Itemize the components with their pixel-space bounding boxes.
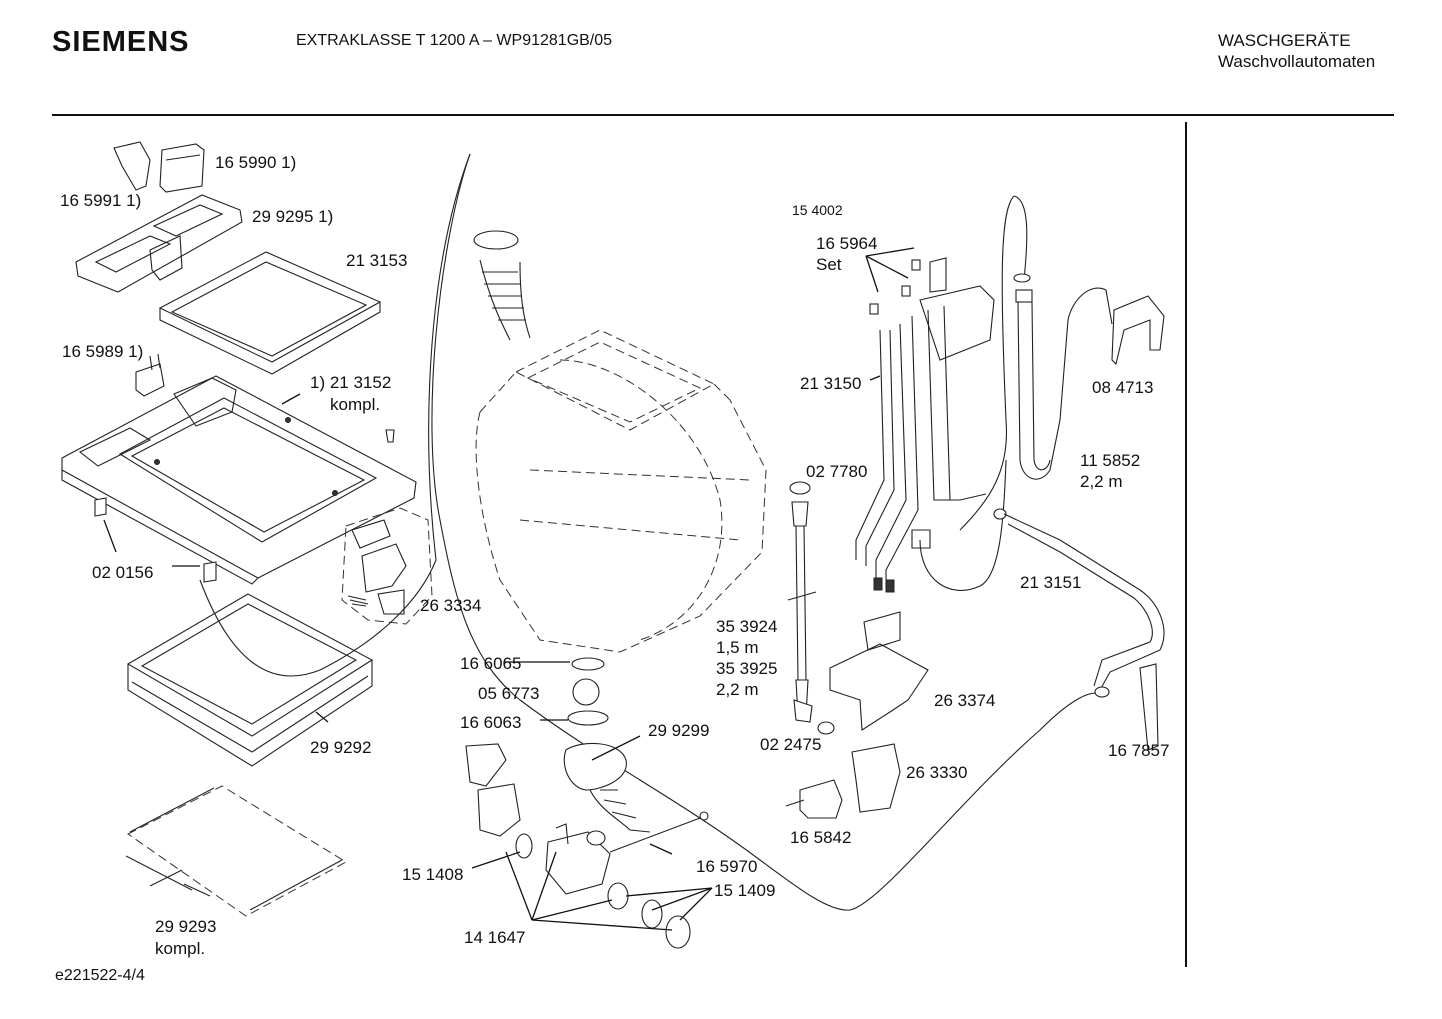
label-165991: 16 5991 1) <box>60 191 141 210</box>
header-rule <box>52 114 1394 116</box>
label-022475: 02 2475 <box>760 735 821 754</box>
label-154002: 15 4002 <box>792 202 843 218</box>
clip-165989 <box>135 353 165 397</box>
label-299295: 29 9295 1) <box>252 207 333 226</box>
boundary-outline <box>431 153 1101 911</box>
door-seal-frame <box>126 593 374 767</box>
top-frame <box>61 375 417 585</box>
bellows-hose <box>473 230 531 341</box>
door-lock-group <box>341 507 433 625</box>
label-299293: 29 9293 <box>155 917 216 936</box>
drain-hose <box>1013 273 1165 480</box>
label-299293-kompl: kompl. <box>155 939 205 958</box>
label-165989: 16 5989 1) <box>62 342 143 361</box>
model-title: EXTRAKLASSE T 1200 A – WP91281GB/05 <box>296 32 613 49</box>
label-353924: 35 3924 <box>716 617 777 636</box>
label-166063: 16 6063 <box>460 713 521 732</box>
label-084713: 08 4713 <box>1092 378 1153 397</box>
label-165964: 16 5964 <box>816 234 877 253</box>
label-020156: 02 0156 <box>92 563 153 582</box>
label-299299: 29 9299 <box>648 721 709 740</box>
supply-hose-213151 <box>993 508 1165 698</box>
detergent-flap-parts <box>113 141 205 193</box>
label-213150: 21 3150 <box>800 374 861 393</box>
side-rule <box>1185 122 1187 967</box>
label-353925-length: 2,2 m <box>716 680 759 699</box>
label-353925: 35 3925 <box>716 659 777 678</box>
brand-logo: SIEMENS <box>52 26 190 58</box>
inlet-hose <box>787 481 835 735</box>
drain-pump <box>465 743 691 949</box>
part-labels: 16 5990 1) 16 5991 1) 29 9295 1) 21 3153… <box>60 153 1169 958</box>
label-263334: 26 3334 <box>420 596 481 615</box>
label-115852-length: 2,2 m <box>1080 472 1123 491</box>
label-165842: 16 5842 <box>790 828 851 847</box>
label-115852: 11 5852 <box>1080 451 1140 470</box>
cover-panel-kit <box>125 785 348 917</box>
label-263374: 26 3374 <box>934 691 995 710</box>
label-353924-length: 1,5 m <box>716 638 759 657</box>
label-213152-kompl: kompl. <box>330 395 380 414</box>
label-263330: 26 3330 <box>906 763 967 782</box>
label-213152: 1) 21 3152 <box>310 373 391 392</box>
label-213151: 21 3151 <box>1020 573 1081 592</box>
overflow-loop <box>919 195 1028 591</box>
sump-parts <box>563 657 709 853</box>
label-165990: 16 5990 1) <box>215 153 296 172</box>
label-299292: 29 9292 <box>310 738 371 757</box>
label-167857: 16 7857 <box>1108 741 1169 760</box>
label-213153: 21 3153 <box>346 251 407 270</box>
valves-and-sensors <box>785 611 929 819</box>
fill-pipes <box>855 257 995 593</box>
detergent-drawer-insert <box>75 194 243 293</box>
label-165964-set: Set <box>816 255 842 274</box>
label-165970: 16 5970 <box>696 857 757 876</box>
category-line-1: WASCHGERÄTE <box>1218 31 1351 50</box>
label-151408: 15 1408 <box>402 865 463 884</box>
label-141647: 14 1647 <box>464 928 525 947</box>
wash-tub <box>475 329 767 653</box>
category-line-2: Waschvollautomaten <box>1218 52 1376 71</box>
label-027780: 02 7780 <box>806 462 867 481</box>
leader-lines <box>103 247 915 931</box>
label-166065: 16 6065 <box>460 654 521 673</box>
hose-holder <box>1139 663 1159 751</box>
category-heading: WASCHGERÄTE Waschvollautomaten <box>1218 30 1375 72</box>
detergent-tray <box>158 251 382 375</box>
label-151409: 15 1409 <box>714 881 775 900</box>
label-056773: 05 6773 <box>478 684 539 703</box>
hinge-clips <box>94 497 217 583</box>
footer-code: e221522-4/4 <box>55 967 145 984</box>
